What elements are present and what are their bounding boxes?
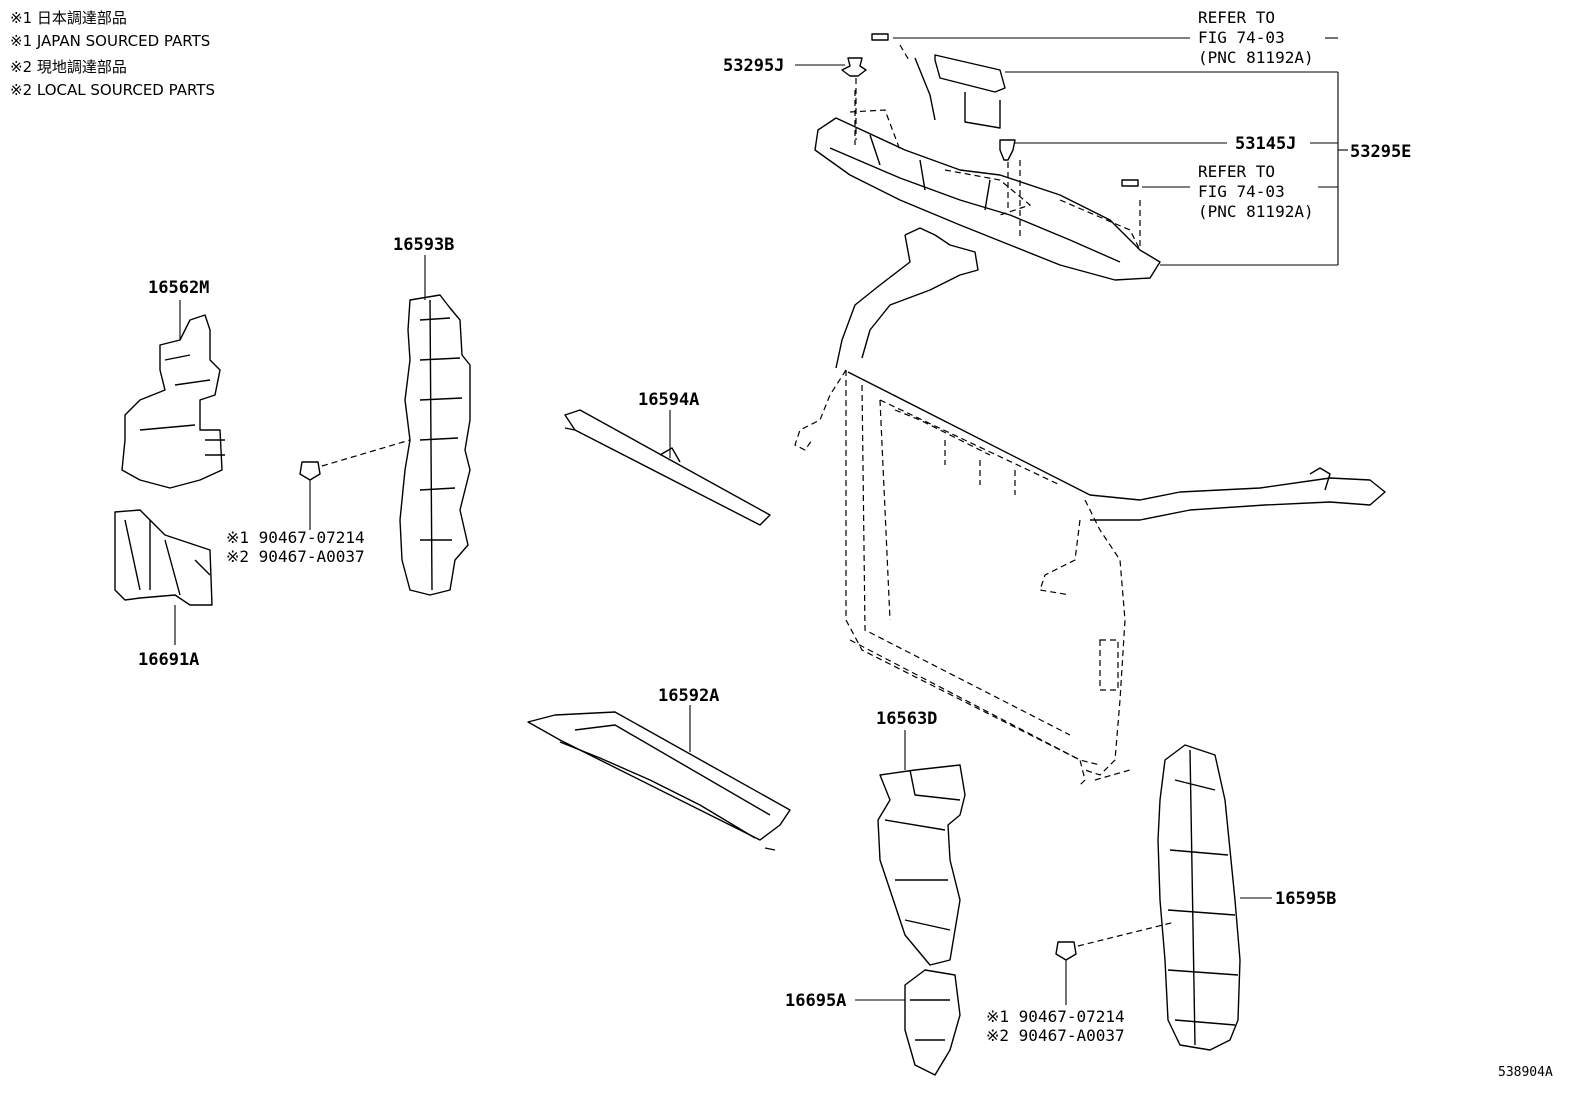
under-cover-16592a-drawing (527, 711, 791, 851)
refer-note-top: REFER TO FIG 74-03 (PNC 81192A) (1198, 8, 1314, 67)
label-16592a: 16592A (658, 686, 719, 706)
upper-seal-assembly-drawing (814, 33, 1161, 281)
refer-top-line-3: (PNC 81192A) (1198, 48, 1314, 67)
label-16563d: 16563D (876, 709, 937, 729)
legend-line-4: ※2 LOCAL SOURCED PARTS (10, 81, 215, 99)
label-16594a: 16594A (638, 390, 699, 410)
label-16593b: 16593B (393, 235, 454, 255)
label-16695a: 16695A (785, 991, 846, 1011)
radiator-support-drawing (794, 227, 1386, 786)
label-16562m: 16562M (148, 278, 209, 298)
air-guide-16695a-drawing (904, 969, 961, 1076)
air-guide-16562m-drawing (121, 314, 225, 489)
refer-mid-line-2: FIG 74-03 (1198, 182, 1285, 201)
illustration-id: 538904A (1498, 1065, 1553, 1080)
fastener-left-line-1: ※1 90467-07214 (226, 528, 365, 547)
air-guide-16691a-drawing (114, 509, 213, 606)
air-guide-16563d-drawing (877, 764, 966, 966)
fastener-right-line-2: ※2 90467-A0037 (986, 1026, 1125, 1045)
seal-16593b-drawing (399, 294, 471, 596)
refer-top-line-1: REFER TO (1198, 8, 1275, 27)
refer-mid-line-3: (PNC 81192A) (1198, 202, 1314, 221)
label-53145j: 53145J (1235, 134, 1296, 154)
seal-16595b-drawing (1157, 744, 1241, 1051)
legend: ※1 日本調達部品 ※1 JAPAN SOURCED PARTS ※2 現地調達… (10, 9, 215, 99)
refer-note-mid: REFER TO FIG 74-03 (PNC 81192A) (1198, 162, 1314, 221)
label-16691a: 16691A (138, 650, 199, 670)
label-16595b: 16595B (1275, 889, 1336, 909)
refer-top-line-2: FIG 74-03 (1198, 28, 1285, 47)
label-53295j: 53295J (723, 56, 784, 76)
fastener-note-left: ※1 90467-07214 ※2 90467-A0037 (226, 528, 365, 566)
legend-line-1: ※1 日本調達部品 (10, 9, 127, 27)
refer-mid-line-1: REFER TO (1198, 162, 1275, 181)
legend-line-3: ※2 現地調達部品 (10, 58, 127, 76)
fastener-note-right: ※1 90467-07214 ※2 90467-A0037 (986, 1007, 1125, 1045)
fastener-right-line-1: ※1 90467-07214 (986, 1007, 1125, 1026)
bar-16594a-drawing (564, 409, 771, 526)
fastener-left-drawing (299, 439, 411, 481)
fastener-left-line-2: ※2 90467-A0037 (226, 547, 365, 566)
label-53295e: 53295E (1350, 142, 1411, 162)
fastener-right-drawing (1055, 921, 1176, 961)
legend-line-2: ※1 JAPAN SOURCED PARTS (10, 32, 210, 50)
